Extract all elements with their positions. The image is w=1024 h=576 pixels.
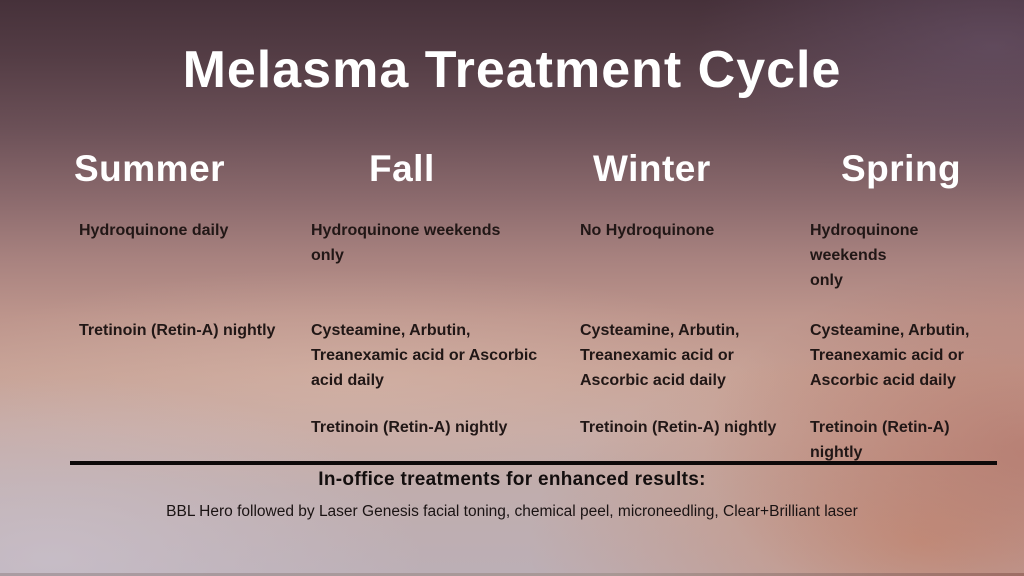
column-header-winter: Winter [593, 148, 711, 189]
treatment-table: Summer Fall Winter Spring Hydroquinone d… [74, 148, 1024, 465]
cell-winter-row3: Tretinoin (Retin-A) nightly [580, 419, 777, 436]
cell-summer-row1: Hydroquinone daily [79, 222, 229, 239]
slide-title: Melasma Treatment Cycle [182, 41, 842, 99]
column-header-summer: Summer [74, 148, 226, 189]
cell-winter-row1: No Hydroquinone [580, 222, 715, 239]
cell-fall-row1: Hydroquinone weekends only [311, 222, 501, 264]
divider-line [70, 461, 997, 465]
slide-bottom-edge [0, 573, 1024, 576]
cell-summer-row3 [79, 415, 311, 465]
cell-spring-row3: Tretinoin (Retin-A) nightly [810, 419, 950, 461]
column-header-fall: Fall [369, 148, 435, 189]
footer-heading: In-office treatments for enhanced result… [318, 469, 706, 490]
cell-winter-row2: Cysteamine, Arbutin, Treanexamic acid or… [580, 322, 740, 389]
cell-summer-row2: Tretinoin (Retin-A) nightly [79, 322, 276, 339]
cell-spring-row1: Hydroquinone weekends only [810, 222, 919, 289]
footer-detail: BBL Hero followed by Laser Genesis facia… [166, 503, 858, 520]
cell-fall-row2: Cysteamine, Arbutin, Treanexamic acid or… [311, 322, 538, 389]
cell-fall-row3: Tretinoin (Retin-A) nightly [311, 419, 508, 436]
cell-spring-row2: Cysteamine, Arbutin, Treanexamic acid or… [810, 322, 970, 389]
column-header-spring: Spring [841, 148, 962, 189]
